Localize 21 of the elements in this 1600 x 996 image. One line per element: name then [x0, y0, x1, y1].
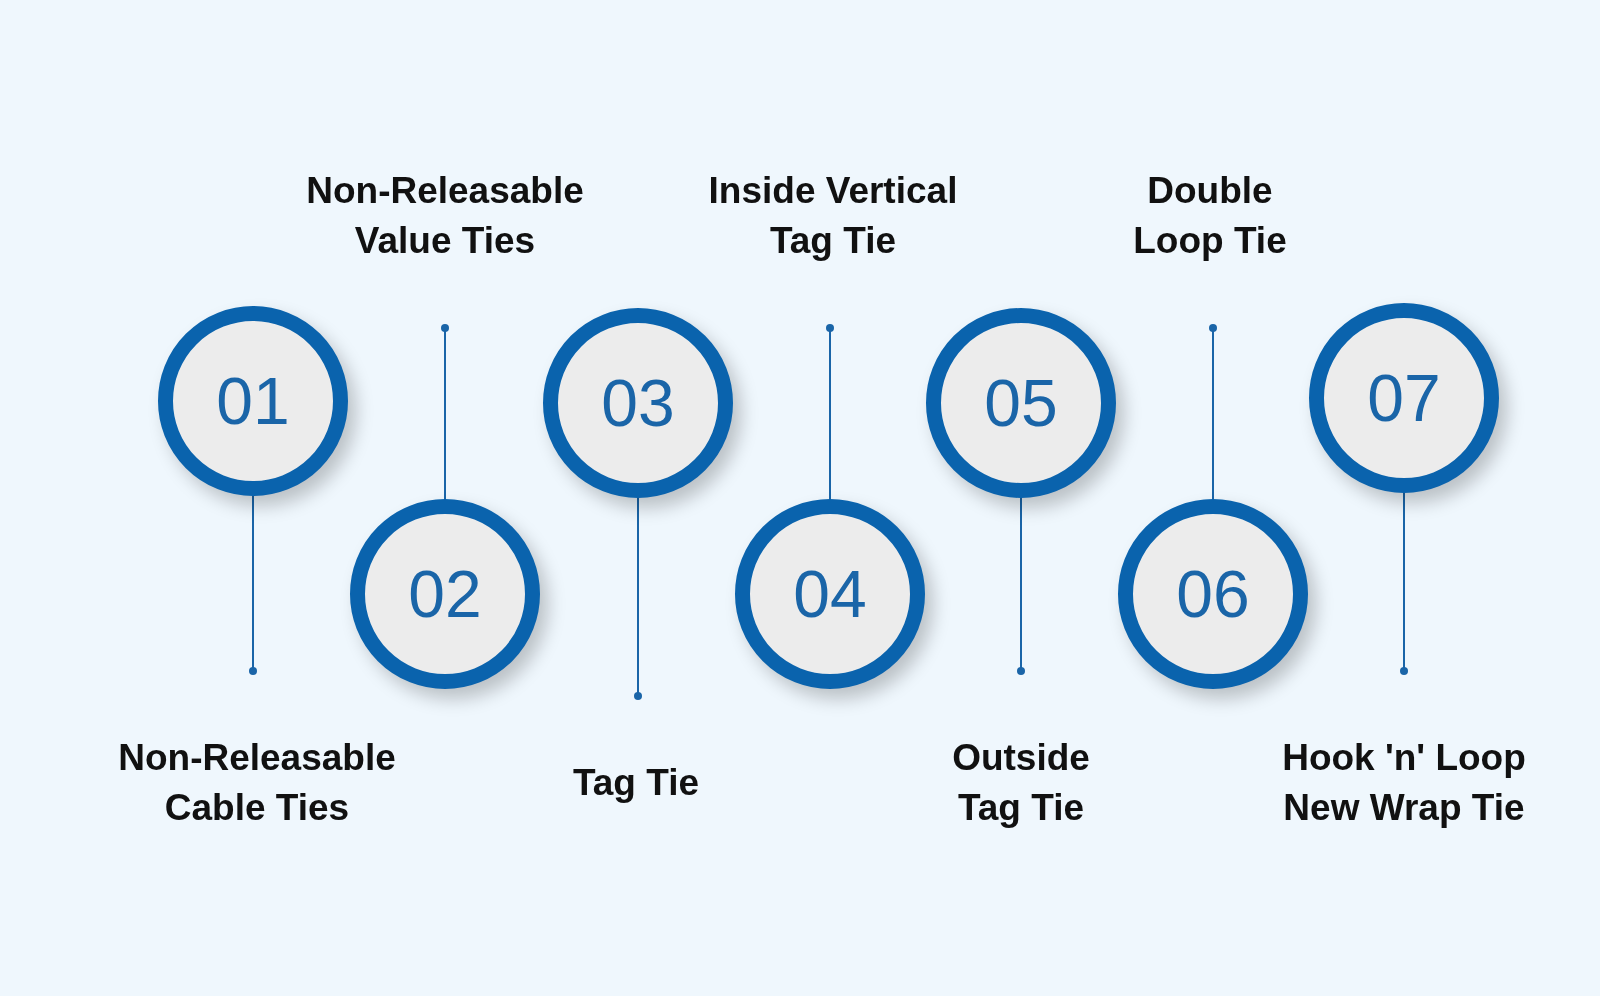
step-number: 05 — [984, 370, 1058, 436]
step-number: 04 — [793, 561, 867, 627]
item-label: Double Loop Tie — [1132, 169, 1288, 263]
item-label: Tag Tie — [572, 761, 700, 805]
step-number: 03 — [601, 370, 675, 436]
connector-line — [634, 497, 642, 700]
item-label: Outside Tag Tie — [951, 736, 1091, 830]
connector-line — [826, 324, 834, 500]
connector-line — [441, 324, 449, 500]
connector-line — [1400, 492, 1408, 675]
connector-line — [1209, 324, 1217, 500]
step-number: 07 — [1367, 365, 1441, 431]
item-label: Non-Releasable Cable Ties — [117, 736, 397, 830]
connector-line — [249, 495, 257, 675]
item-label: Inside Vertical Tag Tie — [707, 169, 959, 263]
item-label: Hook 'n' Loop New Wrap Tie — [1281, 736, 1527, 830]
step-number: 02 — [408, 561, 482, 627]
item-label: Non-Releasable Value Ties — [305, 169, 585, 263]
connector-line — [1017, 497, 1025, 675]
step-number: 01 — [216, 368, 290, 434]
step-number: 06 — [1176, 561, 1250, 627]
